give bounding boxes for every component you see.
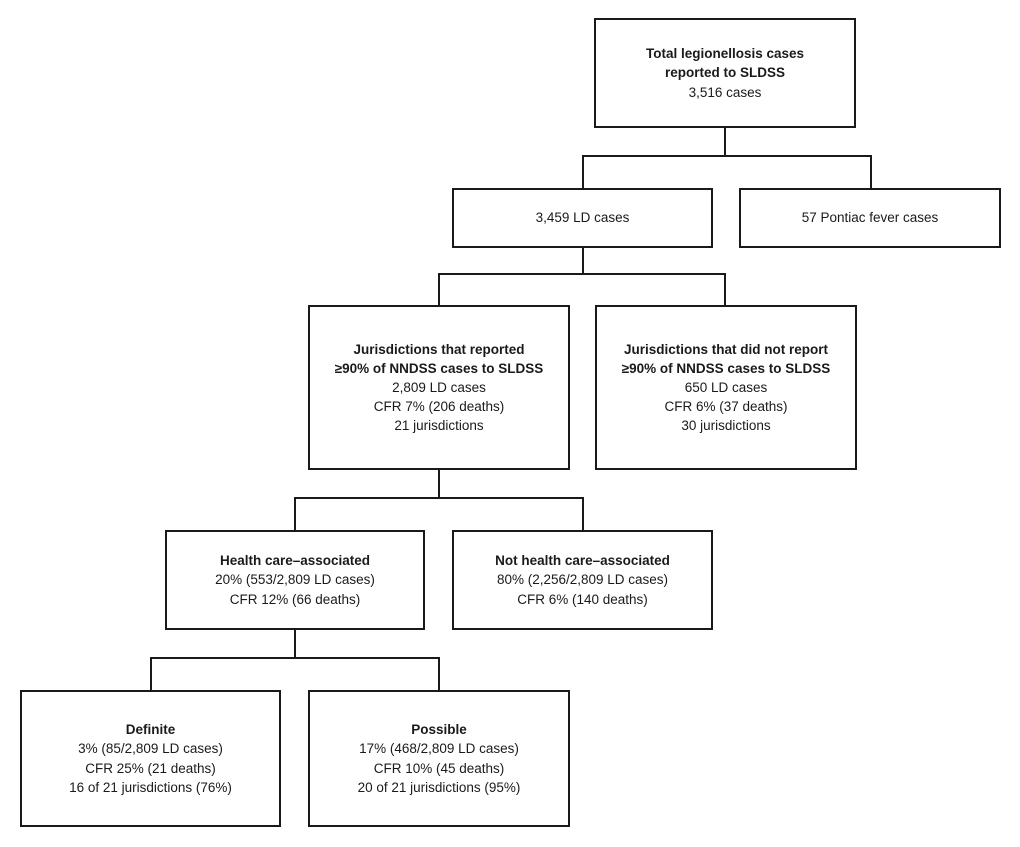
pontiac-fever-cases-box-line-1: 57 Pontiac fever cases [801,210,939,226]
health-care-associated-box-line-3: CFR 12% (66 deaths) [229,591,361,607]
total-legionellosis-cases-box-line-3: 3,516 cases [688,84,762,100]
jurisdictions-not-reported-box-line-3: 650 LD cases [684,379,768,395]
ld-cases-box: 3,459 LD cases [452,188,713,248]
possible-box-line-4: 20 of 21 jurisdictions (95%) [357,779,521,795]
connector-ld-to-split-stem [582,248,584,273]
connector-to-definite-drop [150,657,152,690]
health-care-associated-box-line-1: Health care–associated [219,553,371,569]
connector-hc-to-split-stem [294,630,296,657]
jurisdictions-not-reported-box-line-5: 30 jurisdictions [681,418,771,434]
health-care-associated-box-line-2: 20% (553/2,809 LD cases) [215,572,375,588]
ld-cases-box-line-1: 3,459 LD cases [535,210,630,226]
pontiac-fever-cases-box: 57 Pontiac fever cases [739,188,1001,248]
total-legionellosis-cases-box-line-2: reported to SLDSS [664,65,785,81]
definite-box-line-1: Definite [125,722,176,738]
connector-to-ld-cases-drop [582,155,584,188]
definite-box: Definite 3% (85/2,809 LD cases) CFR 25% (2… [20,690,281,827]
jurisdictions-reported-box-line-1: Jurisdictions that reported [353,341,525,357]
jurisdictions-reported-box-line-5: 21 jurisdictions [394,418,484,434]
connector-total-to-split-stem [724,128,726,156]
connector-level4-split-bar [150,657,438,659]
possible-box-line-1: Possible [411,722,467,738]
jurisdictions-reported-box-line-4: CFR 7% (206 deaths) [373,399,505,415]
connector-level3-split-bar [294,497,582,499]
definite-box-line-2: 3% (85/2,809 LD cases) [78,741,223,757]
total-legionellosis-cases-box-line-1: Total legionellosis cases [645,46,805,62]
connector-level2-split-bar [438,273,726,275]
jurisdictions-not-reported-box-line-2: ≥90% of NNDSS cases to SLDSS [621,360,831,376]
jurisdictions-not-reported-box: Jurisdictions that did not report ≥90% of… [595,305,857,470]
connector-to-hc-drop [294,497,296,530]
possible-box: Possible 17% (468/2,809 LD cases) CFR 10% … [308,690,570,827]
total-legionellosis-cases-box: Total legionellosis cases reported to SLD… [594,18,856,128]
health-care-associated-box: Health care–associated 20% (553/2,809 LD … [165,530,425,630]
possible-box-line-2: 17% (468/2,809 LD cases) [359,741,519,757]
connector-to-reported-drop [438,273,440,305]
connector-to-possible-drop [438,657,440,690]
connector-to-not-reported-drop [724,273,726,305]
connector-reported-to-split-stem [438,470,440,497]
connector-to-pontiac-drop [870,155,872,188]
connector-to-not-hc-drop [582,497,584,530]
definite-box-line-4: 16 of 21 jurisdictions (76%) [69,779,232,795]
jurisdictions-not-reported-box-line-1: Jurisdictions that did not report [623,341,828,357]
connector-level1-split-bar [582,155,872,157]
definite-box-line-3: CFR 25% (21 deaths) [85,760,216,776]
not-health-care-associated-box-line-3: CFR 6% (140 deaths) [517,591,648,607]
not-health-care-associated-box: Not health care–associated 80% (2,256/2,8… [452,530,713,630]
jurisdictions-reported-box-line-3: 2,809 LD cases [392,379,486,395]
not-health-care-associated-box-line-2: 80% (2,256/2,809 LD cases) [496,572,669,588]
possible-box-line-3: CFR 10% (45 deaths) [373,760,505,776]
not-health-care-associated-box-line-1: Not health care–associated [495,553,670,569]
jurisdictions-reported-box: Jurisdictions that reported ≥90% of NNDSS… [308,305,570,470]
jurisdictions-not-reported-box-line-4: CFR 6% (37 deaths) [664,399,788,415]
jurisdictions-reported-box-line-2: ≥90% of NNDSS cases to SLDSS [334,360,544,376]
